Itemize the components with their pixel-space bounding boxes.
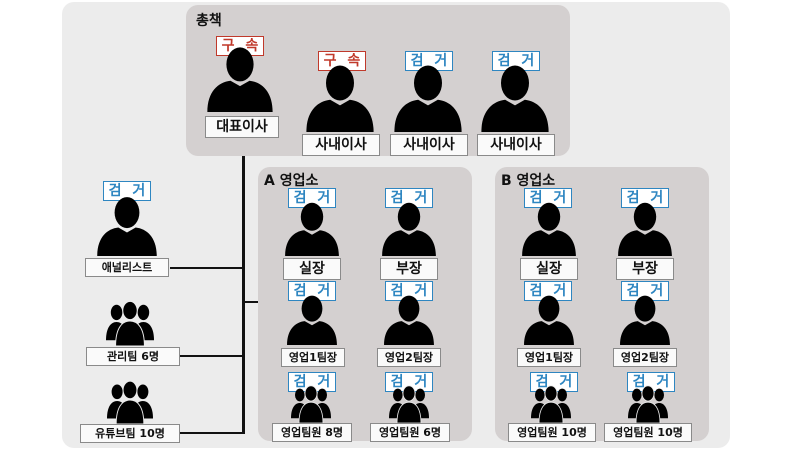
caught-badge: 검 거: [288, 188, 336, 208]
mgmt-team-label: 관리팀 6명: [86, 347, 180, 366]
caught-badge: 검 거: [524, 281, 572, 301]
person-silhouette-icon: [521, 200, 577, 256]
group-icon: [368, 383, 450, 423]
person-silhouette-icon: [392, 62, 464, 132]
person-silhouette-icon: [617, 200, 673, 256]
person-silhouette-icon: [284, 293, 340, 345]
person-silhouette-icon: [381, 293, 437, 345]
ceo-label: 대표이사: [205, 116, 279, 138]
deputy-label: 부장: [616, 258, 674, 280]
connector-line: [180, 432, 244, 434]
caught-badge: 검 거: [385, 372, 433, 392]
director-label: 사내이사: [302, 134, 380, 156]
group-icon: [510, 383, 592, 423]
team2-lead-label: 영업2팀장: [613, 348, 677, 367]
connector-line: [180, 355, 244, 357]
chief-label: 실장: [520, 258, 578, 280]
person-silhouette-icon: [205, 44, 275, 112]
person-silhouette-icon: [521, 293, 577, 345]
branch-b-box: [495, 167, 709, 441]
analyst-label: 애널리스트: [85, 258, 169, 277]
person-silhouette-icon: [284, 200, 340, 256]
group-icon: [88, 298, 172, 346]
director-label: 사내이사: [477, 134, 555, 156]
caught-badge: 검 거: [621, 281, 669, 301]
group-icon: [270, 383, 352, 423]
caught-badge: 검 거: [530, 372, 578, 392]
branch-b-title: B 영업소: [501, 173, 556, 189]
team2-lead-label: 영업2팀장: [377, 348, 441, 367]
person-silhouette-icon: [94, 194, 160, 256]
team2-members-label: 영업팀원 10명: [604, 423, 692, 442]
branch-a-box: [258, 167, 472, 441]
team1-members-label: 영업팀원 10명: [508, 423, 596, 442]
director-label: 사내이사: [390, 134, 468, 156]
caught-badge: 검 거: [288, 281, 336, 301]
group-icon: [88, 378, 172, 424]
deputy-label: 부장: [380, 258, 438, 280]
caught-badge: 검 거: [627, 372, 675, 392]
connector-line: [242, 138, 245, 434]
group-icon: [607, 383, 689, 423]
hq-title: 총책: [196, 13, 222, 29]
team1-members-label: 영업팀원 8명: [272, 423, 352, 442]
connector-line: [244, 301, 258, 303]
person-silhouette-icon: [479, 62, 551, 132]
caught-badge: 검 거: [103, 181, 151, 201]
team2-members-label: 영업팀원 6명: [370, 423, 450, 442]
caught-badge: 검 거: [385, 188, 433, 208]
person-silhouette-icon: [617, 293, 673, 345]
person-silhouette-icon: [304, 62, 376, 132]
caught-badge: 검 거: [621, 188, 669, 208]
person-silhouette-icon: [381, 200, 437, 256]
youtube-team-label: 유튜브팀 10명: [80, 424, 180, 443]
chief-label: 실장: [283, 258, 341, 280]
connector-line: [170, 267, 244, 269]
branch-a-title: A 영업소: [264, 173, 319, 189]
team1-lead-label: 영업1팀장: [281, 348, 345, 367]
team1-lead-label: 영업1팀장: [517, 348, 581, 367]
